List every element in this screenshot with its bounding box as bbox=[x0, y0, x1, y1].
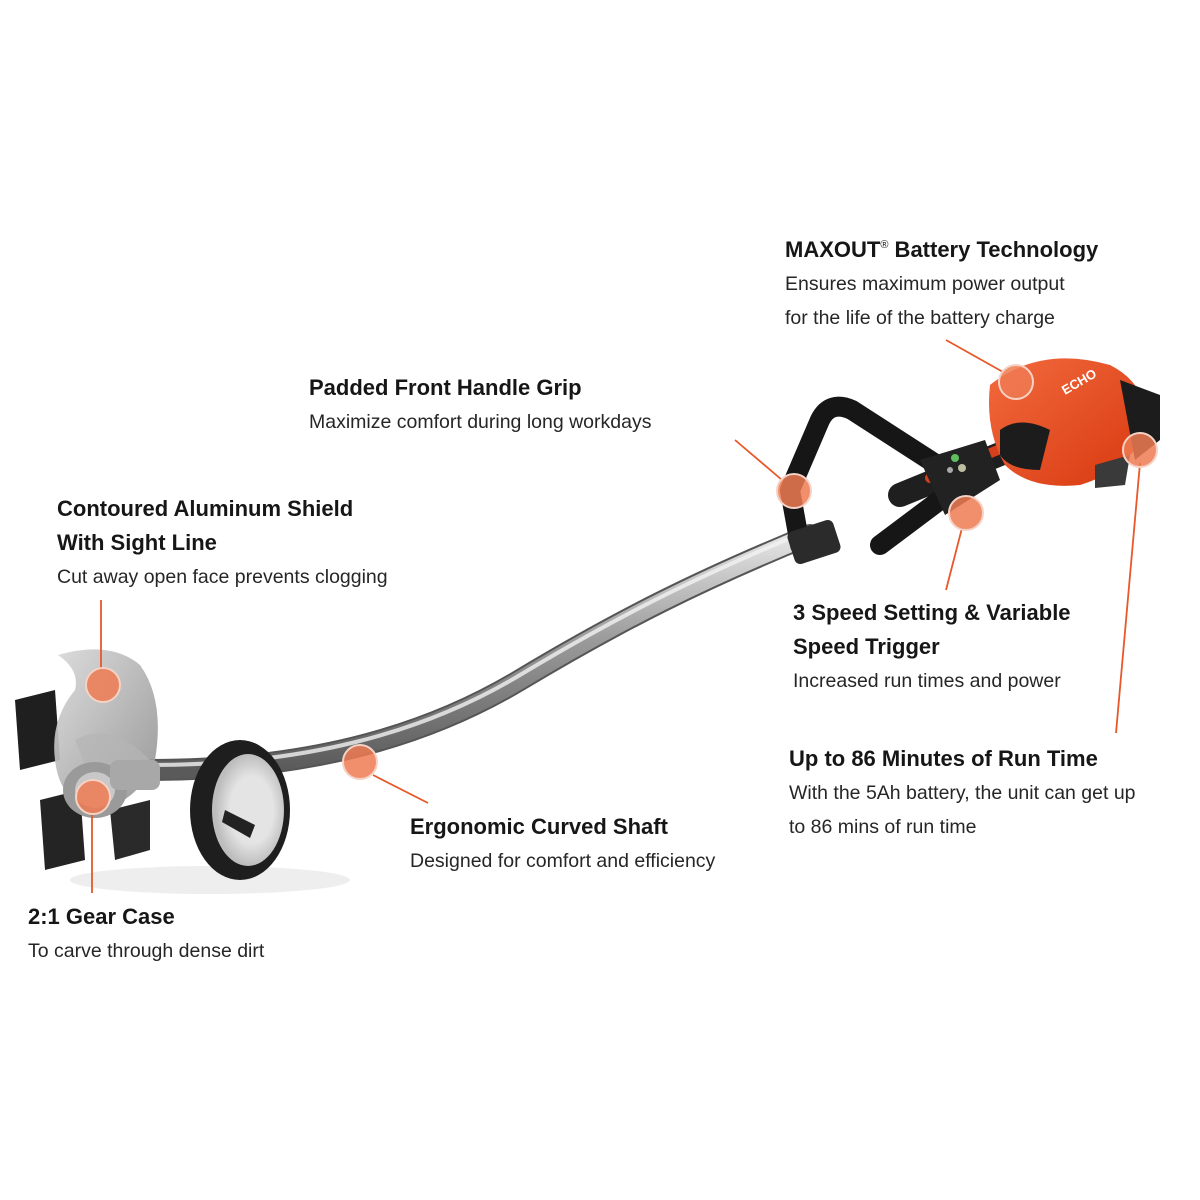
leader-runtime bbox=[1115, 462, 1141, 734]
callout-title: Speed Trigger bbox=[793, 634, 940, 659]
callout-title: MAXOUT® Battery Technology bbox=[785, 228, 1098, 267]
callout-title: With Sight Line bbox=[57, 530, 217, 555]
callout-shaft: Ergonomic Curved Shaft Designed for comf… bbox=[410, 810, 715, 878]
callout-title: Contoured Aluminum Shield bbox=[57, 496, 354, 521]
leader-handle bbox=[734, 439, 783, 481]
callout-title: Ergonomic Curved Shaft bbox=[410, 814, 668, 839]
title-suffix: Battery Technology bbox=[888, 237, 1099, 262]
wheel bbox=[190, 740, 290, 880]
leader-speed bbox=[945, 527, 963, 591]
hotspot-battery[interactable] bbox=[998, 364, 1034, 400]
callout-speed: 3 Speed Setting & Variable Speed Trigger… bbox=[793, 596, 1071, 698]
callout-handle: Padded Front Handle Grip Maximize comfor… bbox=[309, 371, 651, 439]
callout-desc: for the life of the battery charge bbox=[785, 307, 1055, 329]
callout-title: Padded Front Handle Grip bbox=[309, 375, 582, 400]
ground-shadow bbox=[70, 866, 350, 894]
hotspot-speed[interactable] bbox=[948, 495, 984, 531]
callout-desc: With the 5Ah battery, the unit can get u… bbox=[789, 782, 1136, 804]
leader-shaft bbox=[372, 774, 429, 804]
hotspots bbox=[75, 364, 1158, 815]
hotspot-handle[interactable] bbox=[776, 473, 812, 509]
callout-title: Up to 86 Minutes of Run Time bbox=[789, 746, 1098, 771]
callout-title: 2:1 Gear Case bbox=[28, 904, 175, 929]
callout-title: 3 Speed Setting & Variable bbox=[793, 600, 1071, 625]
leader-lines bbox=[91, 339, 1141, 893]
callout-shield: Contoured Aluminum Shield With Sight Lin… bbox=[57, 492, 388, 594]
callout-desc: Maximize comfort during long workdays bbox=[309, 411, 652, 433]
leader-battery bbox=[945, 339, 1004, 373]
callout-battery: MAXOUT® Battery Technology Ensures maxim… bbox=[785, 228, 1098, 335]
callout-desc: To carve through dense dirt bbox=[28, 940, 265, 962]
registered-mark: ® bbox=[880, 239, 889, 251]
title-text: MAXOUT bbox=[785, 237, 881, 262]
callout-desc: Cut away open face prevents clogging bbox=[57, 566, 388, 588]
callout-desc: to 86 mins of run time bbox=[789, 816, 977, 838]
edging-blade bbox=[15, 690, 150, 870]
callout-desc: Increased run times and power bbox=[793, 670, 1061, 692]
hotspot-shaft[interactable] bbox=[342, 744, 378, 780]
callout-gearcase: 2:1 Gear Case To carve through dense dir… bbox=[28, 900, 264, 968]
curved-shaft bbox=[139, 524, 821, 781]
hotspot-runtime[interactable] bbox=[1122, 432, 1158, 468]
callout-desc: Designed for comfort and efficiency bbox=[410, 850, 716, 872]
callout-runtime: Up to 86 Minutes of Run Time With the 5A… bbox=[789, 742, 1136, 844]
hotspot-gearcase[interactable] bbox=[75, 779, 111, 815]
callout-desc: Ensures maximum power output bbox=[785, 273, 1065, 295]
control-panel bbox=[920, 440, 1000, 515]
hotspot-shield[interactable] bbox=[85, 667, 121, 703]
